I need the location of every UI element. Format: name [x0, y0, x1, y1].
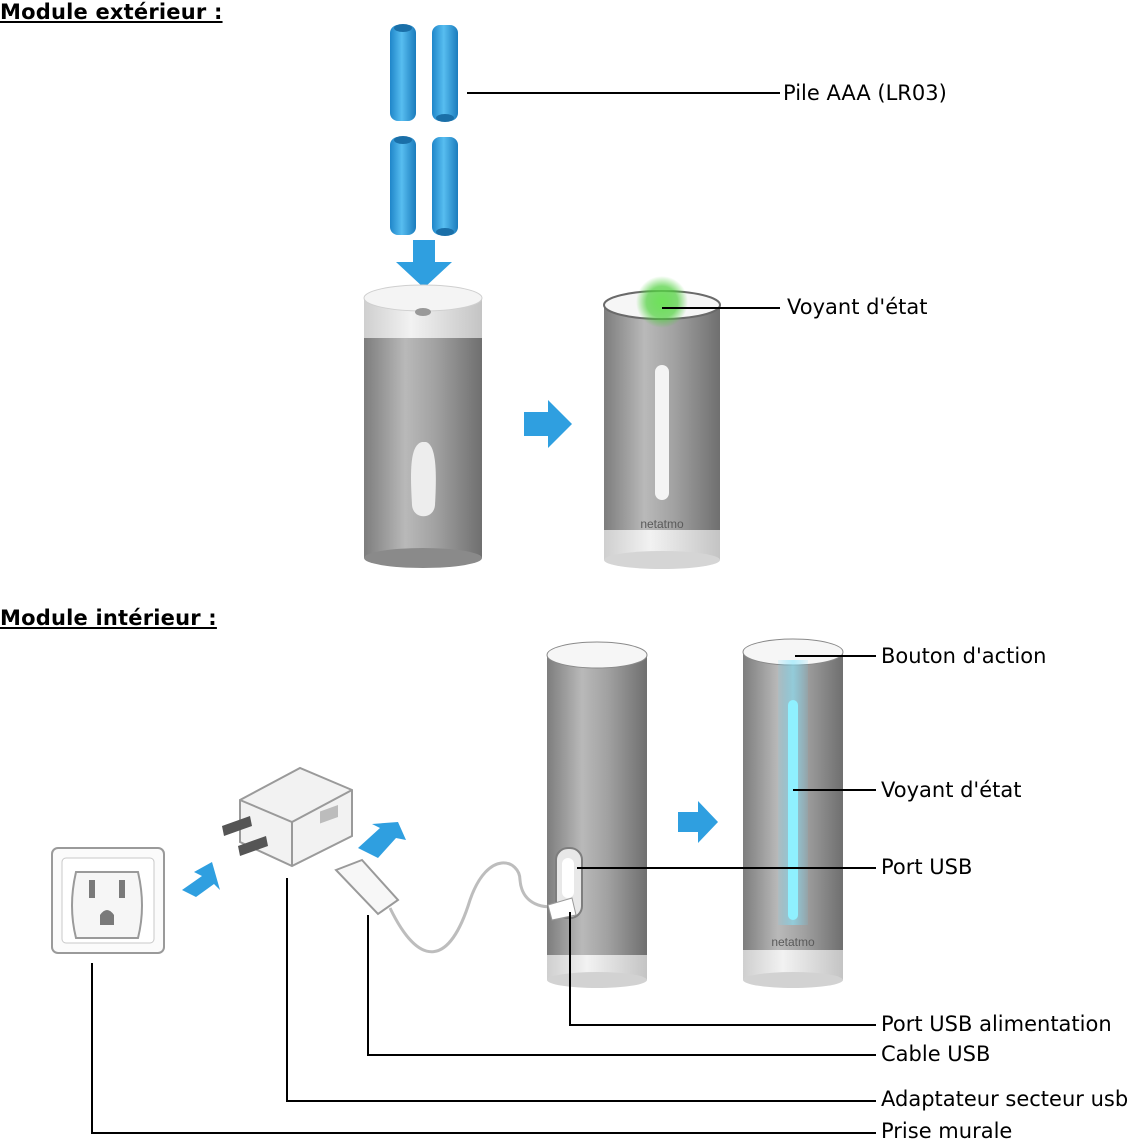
battery-label: Pile AAA (LR03): [783, 81, 947, 105]
usb-adapter-leader-line: [286, 878, 876, 1102]
indoor-status-light-label: Voyant d'état: [881, 778, 1022, 802]
usb-cable-label: Cable USB: [881, 1042, 991, 1066]
usb-cable-leader-line: [367, 915, 876, 1056]
usb-power-leader-line: [569, 912, 876, 1026]
connect-arrow-icon: [358, 822, 406, 858]
usb-cable-illustration: [334, 858, 561, 954]
next-step-arrow-icon: [524, 400, 572, 448]
action-button-label: Bouton d'action: [881, 644, 1047, 668]
usb-power-port-label: Port USB alimentation: [881, 1012, 1112, 1036]
battery-illustration: [390, 24, 458, 236]
outdoor-brand: netatmo: [640, 517, 684, 531]
indoor-heading: Module intérieur :: [0, 606, 217, 630]
usb-adapter-label: Adaptateur secteur usb: [881, 1087, 1129, 1111]
outdoor-heading: Module extérieur :: [0, 0, 223, 24]
outdoor-module-open: [363, 284, 483, 568]
indoor-brand: netatmo: [771, 935, 815, 949]
outdoor-module-closed: netatmo: [603, 276, 721, 569]
wall-outlet-leader-line: [91, 963, 876, 1134]
insert-arrow-icon: [396, 240, 452, 288]
wall-outlet-illustration: [51, 847, 165, 954]
usb-port-label: Port USB: [881, 855, 973, 879]
status-light-green-icon: [636, 276, 688, 328]
power-on-arrow-icon: [678, 801, 718, 843]
wall-outlet-label: Prise murale: [881, 1119, 1013, 1143]
indoor-module-plugged: [546, 641, 648, 988]
plug-in-arrow-icon: [182, 862, 220, 897]
outdoor-status-light-label: Voyant d'état: [787, 295, 928, 319]
usb-adapter-illustration: [222, 766, 353, 868]
indoor-module-lit: netatmo: [742, 638, 844, 988]
